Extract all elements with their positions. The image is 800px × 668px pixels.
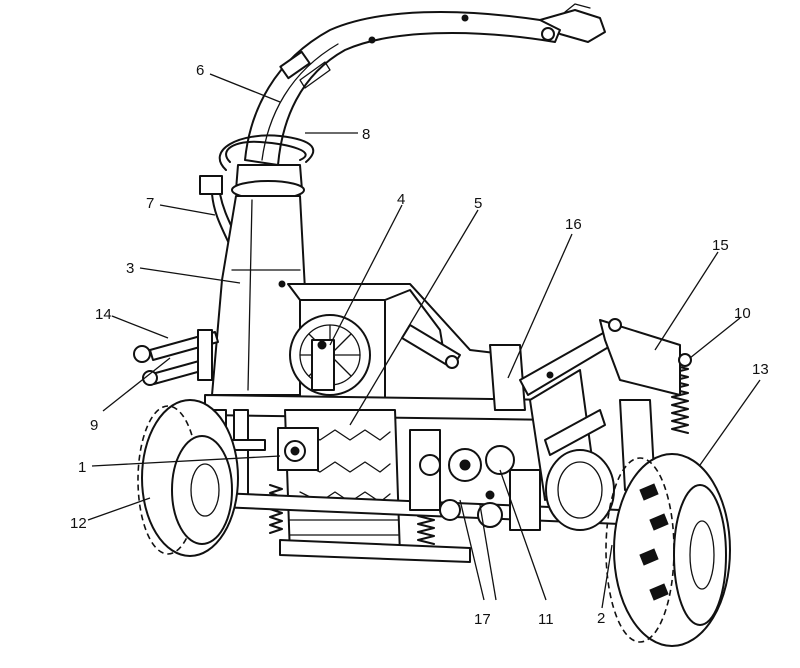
- callout-16: 16: [565, 216, 582, 233]
- callout-10: 10: [734, 305, 751, 322]
- right-wheel: [605, 453, 731, 647]
- callout-7: 7: [146, 195, 154, 212]
- leader-lines: [87, 73, 761, 609]
- callout-17: 17: [474, 611, 491, 628]
- callout-12: 12: [70, 515, 87, 532]
- callout-13: 13: [752, 361, 769, 378]
- callout-14: 14: [95, 306, 112, 323]
- right-pulley: [545, 449, 615, 531]
- callout-11: 11: [538, 611, 554, 628]
- callout-1: 1: [78, 459, 86, 476]
- callout-3: 3: [126, 260, 134, 277]
- callout-labels: 1 2 3 4 5 6 7 8 9 10 11 12 13 14 15 16 1…: [70, 62, 769, 628]
- frame-cylinder: [401, 324, 461, 369]
- left-wheel: [137, 399, 239, 557]
- callout-9: 9: [90, 417, 98, 434]
- callout-2: 2: [597, 610, 605, 627]
- callout-4: 4: [397, 191, 405, 208]
- callout-5: 5: [474, 195, 482, 212]
- cutter-drum: [289, 314, 371, 396]
- callout-15: 15: [712, 237, 729, 254]
- drive-mechanism: [409, 429, 541, 531]
- callout-6: 6: [196, 62, 204, 79]
- callout-8: 8: [362, 126, 370, 143]
- drawbar-hitch: [133, 329, 219, 386]
- discharge-spout: [244, 3, 606, 166]
- feed-roll-assembly: [204, 394, 561, 556]
